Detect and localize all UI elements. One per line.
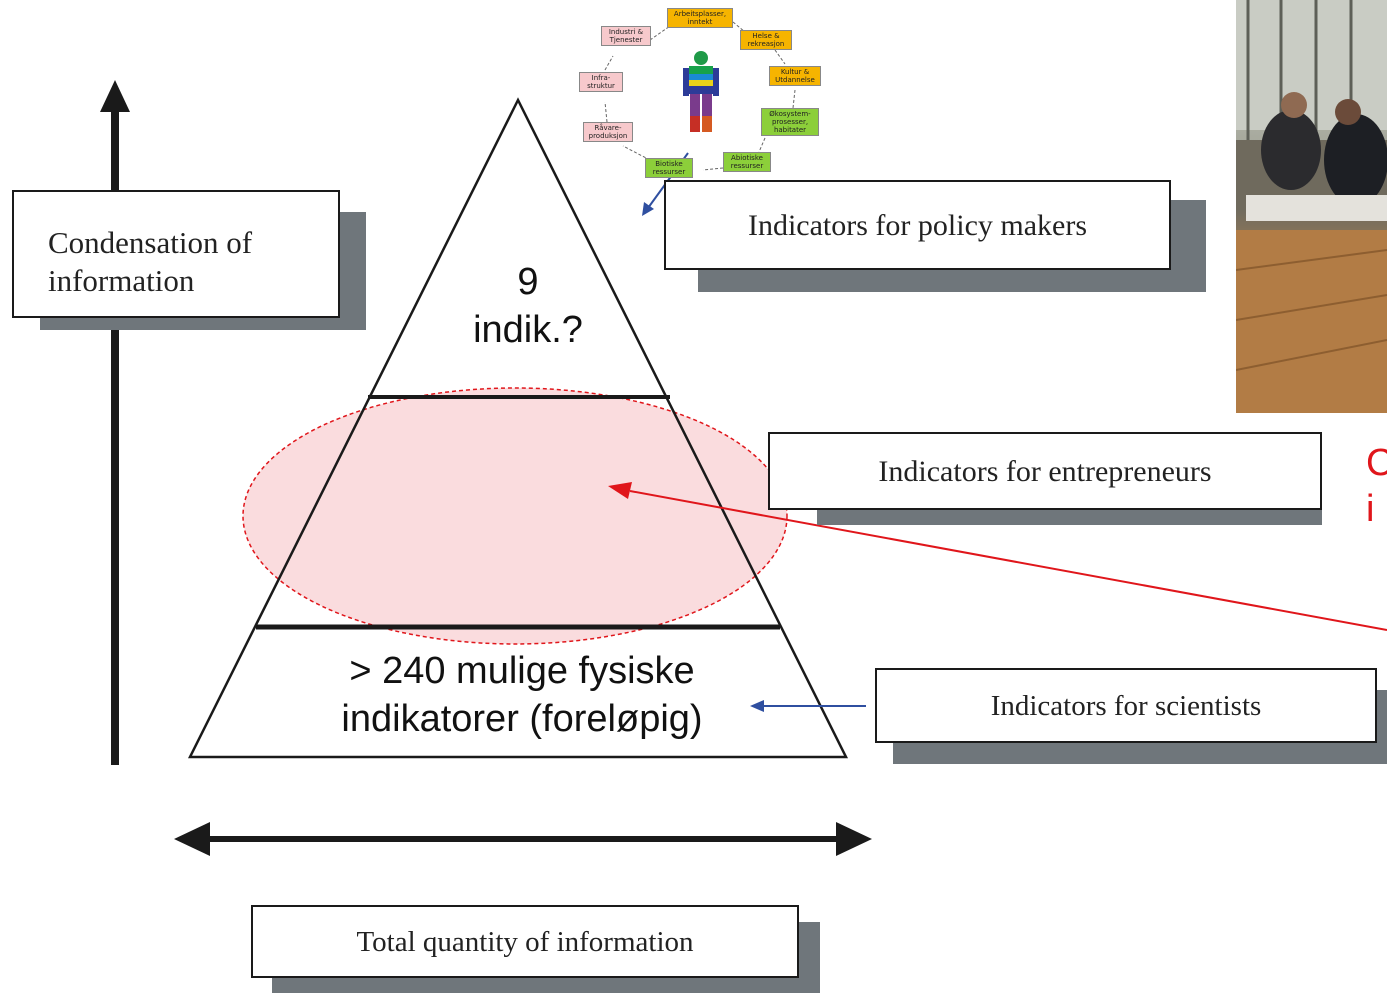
entrepreneurs-label: Indicators for entrepreneurs [878,455,1212,488]
cycle-node-industri: Industri & Tjenester [601,26,651,46]
cycle-node-kultur: Kultur & Utdannelse [769,66,821,86]
policy-makers-box: Indicators for policy makers [664,180,1171,270]
cycle-node-infra: Infra-struktur [579,72,623,92]
workshop-photo [1236,0,1387,413]
scientists-label: Indicators for scientists [990,690,1262,722]
blue-arrow-scientists-head [750,700,764,712]
pyramid-bottom-line1: > 240 mulige fysiske [349,650,695,692]
pyramid-bottom-line2: indikatorer (foreløpig) [341,698,703,740]
blue-arrow-cycle-head [642,202,654,216]
cycle-node-abiotiske: Abiotiske ressurser [723,152,771,172]
horizontal-axis-left-arrowhead [174,822,210,856]
pyramid-bottom-text: > 240 mulige fysiske indikatorer (forelø… [262,647,782,743]
workshop-photo-illustration [1236,0,1387,413]
vertical-axis-arrowhead [100,80,130,112]
total-quantity-label: Total quantity of information [356,926,694,958]
total-quantity-box: Total quantity of information [251,905,799,978]
cycle-node-ravare: Råvare-produksjon [583,122,633,142]
cycle-node-okosystem: Økosystem-prosesser, habitater [761,108,819,136]
condensation-label: Condensation of information [48,225,253,298]
entrepreneurs-box: Indicators for entrepreneurs [768,432,1322,510]
scientists-box: Indicators for scientists [875,668,1377,743]
pyramid-top-count: 9 [517,261,539,303]
cut-off-red-line1: C [1366,442,1387,484]
cycle-diagram: Arbeitsplasser, inntekt Helse & rekreasj… [575,0,825,200]
red-pointer-arrowhead [608,482,632,499]
policy-makers-label: Indicators for policy makers [747,209,1088,242]
red-pointer-line [629,490,1387,631]
cycle-node-biotiske: Biotiske ressurser [645,158,693,178]
cycle-diagram-links [604,21,796,171]
cut-off-red-text: C i [1366,440,1387,532]
cut-off-red-line2: i [1366,488,1375,530]
horizontal-axis-right-arrowhead [836,822,872,856]
pyramid-top-unit: indik.? [473,309,583,351]
entrepreneur-highlight-ellipse [242,387,788,645]
person-figure-icon [683,51,719,132]
condensation-label-box: Condensation of information [12,190,340,318]
pyramid-outline [187,97,849,759]
cycle-node-helse: Helse & rekreasjon [740,30,792,50]
pyramid-top-text: 9 indik.? [430,258,626,354]
cycle-node-arbeid: Arbeitsplasser, inntekt [667,8,733,28]
